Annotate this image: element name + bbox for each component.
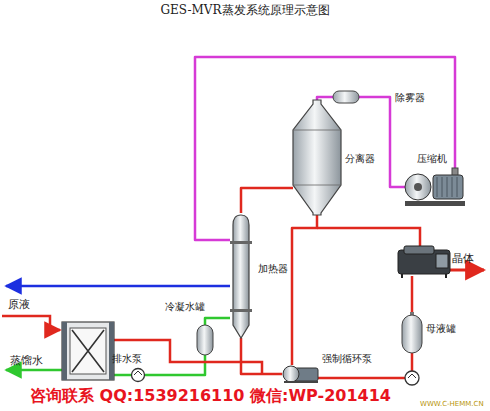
liquor-pipe bbox=[411, 276, 414, 315]
demister: 除雾器 bbox=[333, 91, 359, 103]
vent-pipe bbox=[6, 285, 230, 288]
circulation-pump: 强制循环泵 bbox=[282, 365, 318, 383]
liquor-tank: 母液罐 bbox=[402, 315, 422, 353]
liquor-pump bbox=[405, 371, 419, 385]
process-pipe bbox=[359, 97, 405, 187]
demister-shell bbox=[333, 91, 359, 103]
process-pipe bbox=[195, 57, 455, 240]
equipment-shape bbox=[402, 315, 422, 353]
equipment-label: 母液罐 bbox=[426, 322, 456, 335]
equipment-shape bbox=[293, 100, 341, 215]
water-pipe bbox=[6, 369, 62, 372]
centrifuge-cover bbox=[404, 246, 434, 254]
motor-rib bbox=[442, 177, 443, 197]
condensate-tank: 冷凝水罐 bbox=[197, 325, 213, 355]
process-pipe bbox=[318, 353, 412, 378]
equipment-shape bbox=[405, 168, 465, 206]
preheater-end bbox=[62, 322, 67, 380]
equipment-shape bbox=[131, 368, 145, 382]
site-watermark: WWW.C-HEMM.CN bbox=[420, 400, 484, 408]
stream-label: 晶体 bbox=[452, 252, 474, 265]
compressor-motor bbox=[433, 175, 463, 199]
preheater-frame bbox=[62, 322, 114, 380]
equipment-label: 分离器 bbox=[345, 152, 375, 165]
compressor-base bbox=[405, 201, 465, 206]
preheater-end bbox=[109, 322, 114, 380]
equipment-shape bbox=[197, 325, 213, 355]
pump-mark bbox=[134, 371, 142, 375]
centrifuge-legs bbox=[402, 274, 446, 278]
diagram-title: GES-MVR蒸发系统原理示意图 bbox=[0, 2, 490, 19]
process-pipe bbox=[241, 188, 293, 213]
motor-rib bbox=[447, 177, 448, 197]
stream-label: 原液 bbox=[8, 298, 30, 311]
equipment-label: 压缩机 bbox=[417, 152, 447, 165]
drain-pump: 排水泵 bbox=[131, 368, 145, 382]
equipment-label: 排水泵 bbox=[112, 352, 142, 365]
pump-base bbox=[284, 381, 318, 383]
motor-rib bbox=[452, 177, 453, 197]
preheater-plates bbox=[70, 328, 106, 374]
motor-rib bbox=[457, 177, 458, 197]
heater-column: 加热器 bbox=[230, 213, 252, 338]
process-pipe bbox=[205, 318, 230, 325]
water-pipe bbox=[114, 374, 131, 377]
process-pipe bbox=[145, 355, 205, 375]
equipment-shape bbox=[282, 365, 318, 383]
equipment-shape bbox=[333, 91, 359, 103]
tank-shell bbox=[402, 315, 422, 353]
tank-shell bbox=[197, 325, 213, 355]
equipment-label: 加热器 bbox=[258, 262, 288, 275]
heater-shell bbox=[233, 215, 249, 338]
stream-label: 蒸馏水 bbox=[10, 354, 43, 367]
equipment-label: 除雾器 bbox=[395, 91, 425, 104]
equipment-label: 强制循环泵 bbox=[322, 352, 372, 365]
pump-casing bbox=[132, 369, 145, 382]
compressor-hub bbox=[414, 183, 422, 191]
compressor-housing bbox=[405, 174, 431, 200]
separator-seam bbox=[293, 130, 341, 185]
separator-vessel: 分离器 bbox=[293, 100, 341, 215]
equipment-shape bbox=[230, 213, 252, 338]
crystal-pipe bbox=[450, 269, 484, 272]
separator-shell bbox=[293, 100, 341, 215]
pump-casing bbox=[283, 366, 299, 382]
contact-watermark: 咨询联系 QQ:1539216110 微信:WP-201414 bbox=[30, 386, 391, 405]
process-pipe bbox=[292, 215, 317, 365]
compressor: 压缩机 bbox=[405, 168, 465, 206]
motor-rib bbox=[437, 177, 438, 197]
liquor-pump-mark bbox=[408, 374, 416, 378]
equipment-label: 冷凝水罐 bbox=[165, 300, 205, 313]
preheater-cross bbox=[72, 330, 104, 372]
feed-pipe bbox=[2, 316, 60, 330]
centrifuge-motor bbox=[436, 254, 448, 268]
heater-flange bbox=[230, 309, 252, 312]
heater-flange bbox=[230, 241, 252, 244]
